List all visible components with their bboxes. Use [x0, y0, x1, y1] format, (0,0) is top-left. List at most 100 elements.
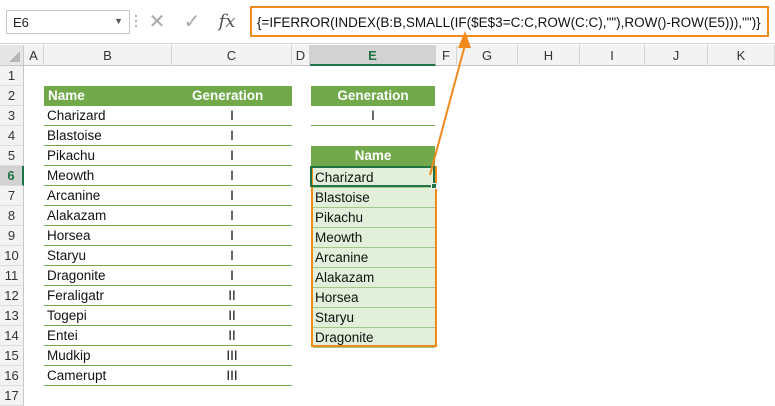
column-header-g[interactable]: G — [457, 45, 518, 66]
select-all-button[interactable] — [0, 45, 24, 66]
column-header-a[interactable]: A — [24, 45, 44, 66]
result-row[interactable]: Arcanine — [313, 248, 435, 268]
header-generation: Generation — [192, 88, 264, 103]
result-row[interactable]: Alakazam — [313, 268, 435, 288]
row-header-8[interactable]: 8 — [0, 206, 24, 226]
row-header-17[interactable]: 17 — [0, 386, 24, 406]
row-header-6[interactable]: 6 — [0, 166, 24, 186]
result-cell: Meowth — [315, 230, 363, 245]
criteria-value[interactable]: I — [371, 108, 375, 123]
table-cell-generation[interactable]: I — [230, 128, 234, 143]
column-header-e[interactable]: E — [310, 45, 436, 66]
table-cell-generation[interactable]: I — [230, 208, 234, 223]
table-cell-generation[interactable]: I — [230, 148, 234, 163]
table-cell-name[interactable]: Arcanine — [47, 188, 101, 203]
chevron-down-icon[interactable]: ▼ — [114, 16, 123, 26]
row-divider — [44, 165, 292, 166]
formula-input[interactable]: {=IFERROR(INDEX(B:B,SMALL(IF($E$3=C:C,RO… — [250, 6, 769, 37]
column-header-k[interactable]: K — [708, 45, 775, 66]
row-divider — [44, 125, 292, 126]
row-header-14[interactable]: 14 — [0, 326, 24, 346]
row-header-15[interactable]: 15 — [0, 346, 24, 366]
active-cell-border[interactable] — [310, 166, 435, 187]
row-header-10[interactable]: 10 — [0, 246, 24, 266]
table-cell-generation[interactable]: I — [230, 228, 234, 243]
table-cell-generation[interactable]: I — [230, 248, 234, 263]
fill-handle[interactable] — [431, 183, 437, 189]
row-divider — [44, 185, 292, 186]
table-cell-name[interactable]: Meowth — [47, 168, 95, 183]
column-header-c[interactable]: C — [172, 45, 292, 66]
table-cell-generation[interactable]: I — [230, 188, 234, 203]
row-divider — [44, 345, 292, 346]
table-cell-name[interactable]: Dragonite — [47, 268, 106, 283]
row-header-7[interactable]: 7 — [0, 186, 24, 206]
table-cell-name[interactable]: Horsea — [47, 228, 91, 243]
column-header-h[interactable]: H — [518, 45, 580, 66]
table-cell-generation[interactable]: III — [226, 368, 238, 383]
table-cell-name[interactable]: Blastoise — [47, 128, 102, 143]
resize-handle-icon[interactable] — [133, 12, 139, 32]
row-header-11[interactable]: 11 — [0, 266, 24, 286]
table-header: Name Generation — [44, 86, 292, 106]
table-cell-generation[interactable]: III — [226, 348, 238, 363]
name-box[interactable]: E6 ▼ — [6, 10, 130, 34]
criteria-header: Generation — [311, 86, 435, 106]
table-cell-generation[interactable]: II — [228, 288, 236, 303]
row-header-3[interactable]: 3 — [0, 106, 24, 126]
result-row[interactable]: Horsea — [313, 288, 435, 308]
results-header: Name — [311, 146, 435, 166]
table-cell-generation[interactable]: I — [230, 268, 234, 283]
result-cell: Dragonite — [315, 330, 374, 345]
table-cell-generation[interactable]: II — [228, 308, 236, 323]
table-cell-name[interactable]: Alakazam — [47, 208, 107, 223]
cancel-icon[interactable]: ✕ — [148, 11, 166, 33]
row-header-2[interactable]: 2 — [0, 86, 24, 106]
row-divider — [44, 365, 292, 366]
table-cell-generation[interactable]: I — [230, 168, 234, 183]
table-cell-name[interactable]: Togepi — [47, 308, 87, 323]
row-header-13[interactable]: 13 — [0, 306, 24, 326]
row-divider — [44, 205, 292, 206]
row-divider — [44, 285, 292, 286]
row-divider — [44, 325, 292, 326]
result-cell: Alakazam — [315, 270, 375, 285]
row-header-12[interactable]: 12 — [0, 286, 24, 306]
column-header-i[interactable]: I — [580, 45, 645, 66]
table-cell-name[interactable]: Pikachu — [47, 148, 96, 163]
header-name: Name — [48, 88, 85, 103]
table-cell-name[interactable]: Feraligatr — [47, 288, 105, 303]
row-divider — [44, 265, 292, 266]
column-header-j[interactable]: J — [645, 45, 708, 66]
column-header-d[interactable]: D — [292, 45, 310, 66]
result-row[interactable]: Dragonite — [313, 328, 435, 348]
table-cell-generation[interactable]: II — [228, 328, 236, 343]
insert-function-icon[interactable]: fx — [218, 11, 236, 32]
column-header-f[interactable]: F — [436, 45, 457, 66]
row-header-9[interactable]: 9 — [0, 226, 24, 246]
row-divider — [44, 385, 292, 386]
table-cell-name[interactable]: Charizard — [47, 108, 106, 123]
result-row[interactable]: Blastoise — [313, 188, 435, 208]
result-row[interactable]: Pikachu — [313, 208, 435, 228]
row-header-4[interactable]: 4 — [0, 126, 24, 146]
row-divider — [44, 225, 292, 226]
enter-icon[interactable]: ✓ — [183, 11, 201, 33]
result-cell: Pikachu — [315, 210, 364, 225]
table-cell-generation[interactable]: I — [230, 108, 234, 123]
table-cell-name[interactable]: Camerupt — [47, 368, 107, 383]
row-header-1[interactable]: 1 — [0, 66, 24, 86]
formula-text: {=IFERROR(INDEX(B:B,SMALL(IF($E$3=C:C,RO… — [257, 15, 761, 30]
table-cell-name[interactable]: Entei — [47, 328, 78, 343]
table-cell-name[interactable]: Staryu — [47, 248, 87, 263]
column-header-b[interactable]: B — [44, 45, 172, 66]
table-cell-name[interactable]: Mudkip — [47, 348, 91, 363]
row-header-16[interactable]: 16 — [0, 366, 24, 386]
result-row[interactable]: Meowth — [313, 228, 435, 248]
result-row[interactable]: Staryu — [313, 308, 435, 328]
result-row[interactable]: Charizard — [313, 168, 435, 188]
row-header-5[interactable]: 5 — [0, 146, 24, 166]
result-cell: Horsea — [315, 290, 359, 305]
